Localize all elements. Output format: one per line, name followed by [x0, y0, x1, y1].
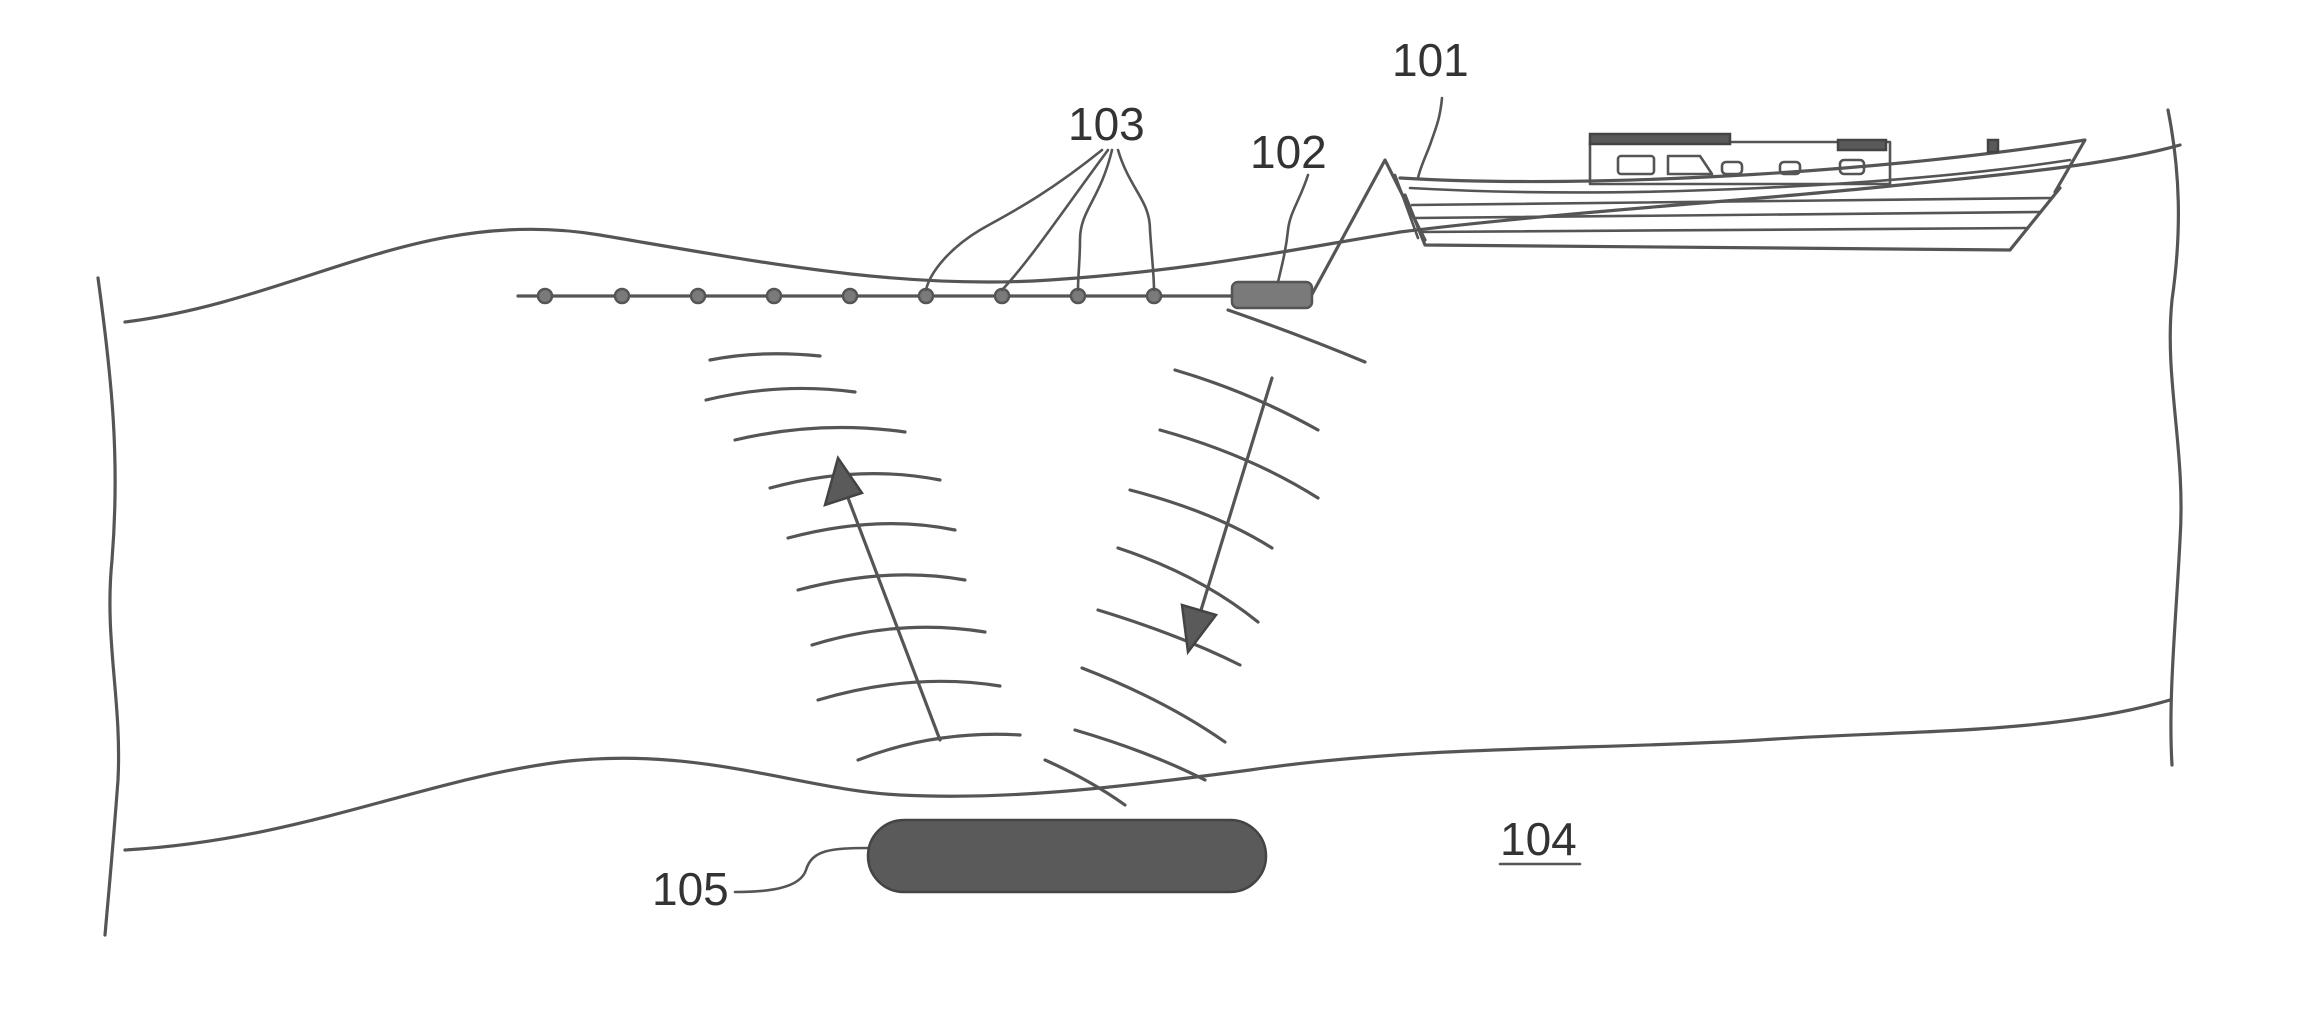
subsurface-target — [868, 820, 1266, 892]
leader-102 — [1278, 175, 1308, 282]
downgoing-wavefronts — [1045, 310, 1365, 805]
cabin-window-2 — [1668, 156, 1712, 174]
streamer-tow-line — [1395, 175, 1418, 238]
wavefront-up — [818, 681, 1000, 700]
water-layer — [98, 110, 2181, 935]
receiver-leader-lines — [926, 150, 1154, 290]
label-101: 101 — [1392, 34, 1469, 86]
upgoing-wavefronts — [706, 354, 1020, 760]
downgoing-ray-arrow — [1182, 378, 1272, 652]
receiver-node — [691, 289, 705, 303]
wavefront-up — [735, 428, 905, 441]
wavefront-down — [1228, 310, 1365, 362]
label-104: 104 — [1500, 813, 1577, 865]
wavefront-down — [1175, 370, 1318, 430]
wavefront-down — [1098, 610, 1240, 665]
wavefront-up — [710, 354, 820, 360]
cabin-roof — [1590, 134, 1730, 144]
receiver-node — [767, 289, 781, 303]
wavefront-up — [706, 388, 855, 400]
survey-vessel — [1400, 134, 2085, 250]
wavefront-up — [788, 524, 955, 538]
upgoing-ray-shaft — [845, 490, 940, 740]
label-103: 103 — [1068, 98, 1145, 150]
hull-stripe-2 — [1416, 212, 2040, 218]
leader-103-d — [1118, 150, 1154, 290]
leader-103-c — [1078, 150, 1112, 290]
hull-stripe-3 — [1420, 228, 2028, 232]
upgoing-arrowhead — [825, 458, 862, 505]
receiver-node — [843, 289, 857, 303]
mast-stub — [1988, 140, 1998, 152]
upgoing-ray-arrow — [825, 458, 940, 740]
streamer — [518, 289, 1232, 303]
leader-103-a — [926, 150, 1102, 290]
downgoing-ray-shaft — [1198, 378, 1272, 620]
wavefront-down — [1082, 668, 1225, 742]
label-105: 105 — [652, 863, 729, 915]
wavefront-down — [1130, 490, 1272, 548]
source-tow-line — [1310, 160, 1425, 298]
receiver-node — [538, 289, 552, 303]
cabin-window-3 — [1722, 162, 1742, 174]
leader-101 — [1418, 98, 1442, 178]
left-boundary-line — [98, 278, 119, 935]
leader-103-b — [1002, 150, 1108, 290]
leader-105 — [735, 848, 870, 892]
right-boundary-line — [2168, 110, 2181, 765]
cabin-window-1 — [1618, 156, 1654, 174]
receiver-node — [615, 289, 629, 303]
wavefront-down — [1045, 760, 1125, 805]
label-102: 102 — [1250, 126, 1327, 178]
wavefront-down — [1075, 730, 1205, 780]
vessel-hull — [1405, 188, 2060, 250]
wheelhouse-roof — [1838, 140, 1886, 150]
source-body — [1232, 282, 1312, 308]
seismic-source — [1232, 282, 1312, 308]
